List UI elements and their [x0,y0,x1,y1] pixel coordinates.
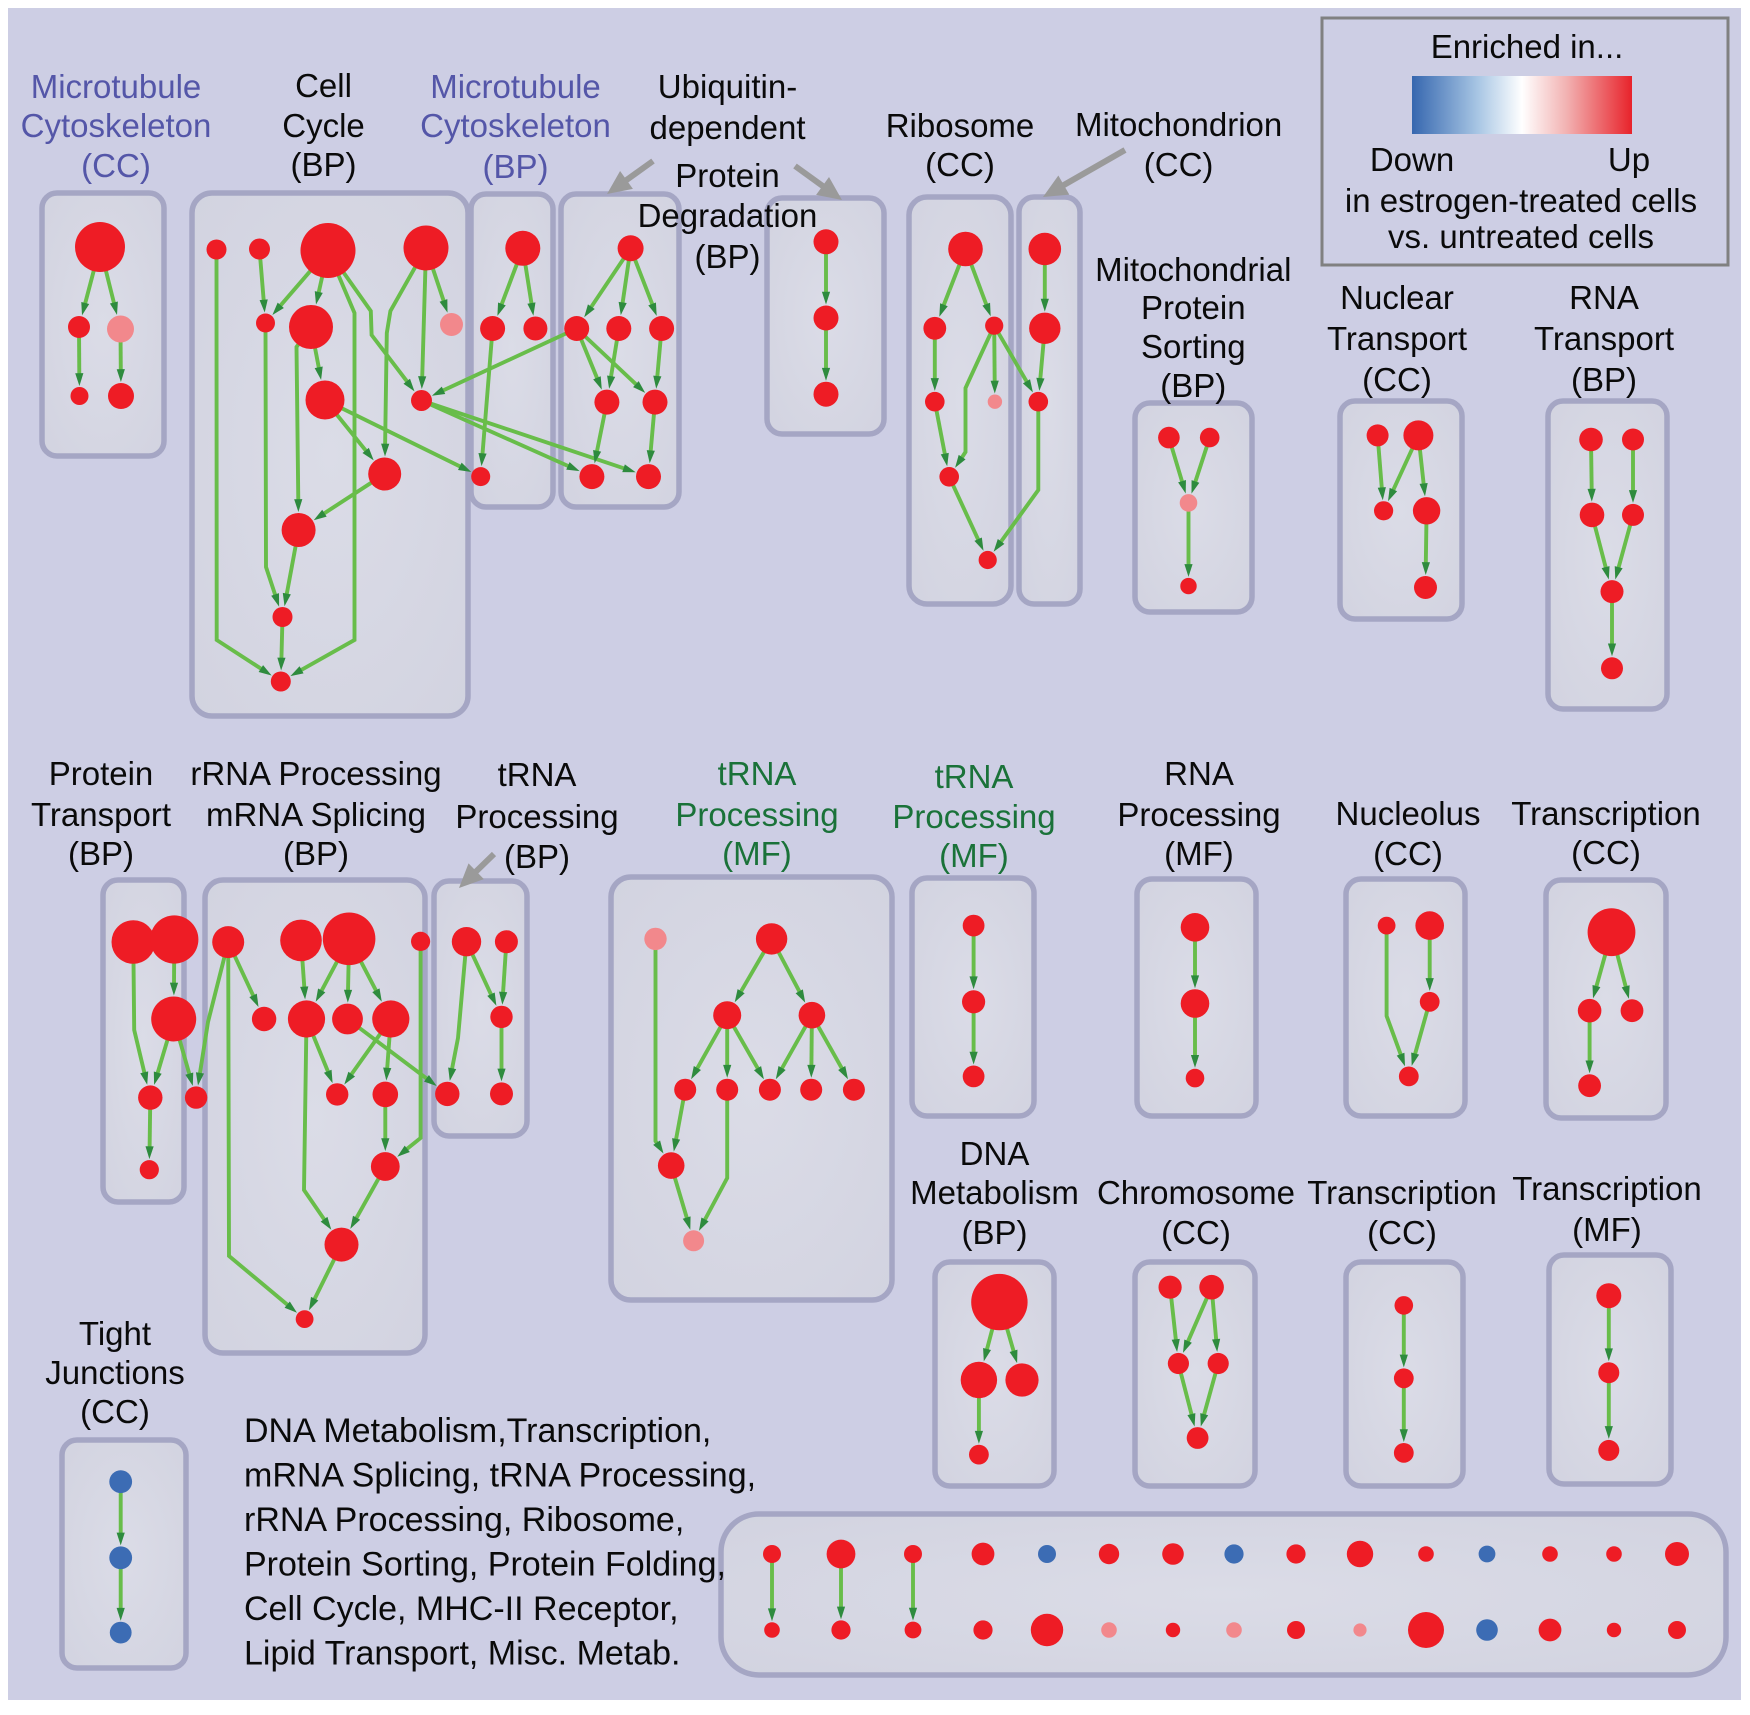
svg-text:(CC): (CC) [1144,146,1214,183]
svg-text:Transport: Transport [1534,320,1674,357]
svg-text:Sorting: Sorting [1141,328,1246,365]
svg-text:tRNA: tRNA [718,755,797,792]
svg-text:Transcription: Transcription [1307,1174,1497,1211]
svg-text:(CC): (CC) [1161,1214,1231,1251]
svg-text:Junctions: Junctions [45,1354,184,1391]
svg-text:Cell: Cell [295,67,352,104]
svg-text:Processing: Processing [1117,796,1280,833]
svg-text:(BP): (BP) [1160,367,1226,404]
svg-text:(CC): (CC) [1373,835,1443,872]
svg-text:in estrogen-treated cells: in estrogen-treated cells [1345,182,1697,219]
svg-text:Metabolism: Metabolism [910,1174,1079,1211]
svg-text:(BP): (BP) [283,835,349,872]
svg-text:Tight: Tight [79,1315,151,1352]
svg-text:(MF): (MF) [939,837,1009,874]
svg-text:(CC): (CC) [1362,361,1432,398]
svg-text:RNA: RNA [1164,755,1234,792]
svg-text:(BP): (BP) [962,1214,1028,1251]
svg-text:Microtubule: Microtubule [430,68,601,105]
svg-text:Mitochondrion: Mitochondrion [1075,106,1282,143]
svg-text:Cytoskeleton: Cytoskeleton [21,107,212,144]
svg-text:(CC): (CC) [925,146,995,183]
svg-text:Mitochondrial: Mitochondrial [1095,251,1291,288]
svg-text:Transcription: Transcription [1511,795,1701,832]
svg-text:Up: Up [1608,141,1650,178]
svg-text:RNA: RNA [1569,279,1639,316]
svg-text:Processing: Processing [675,796,838,833]
svg-text:Enriched in...: Enriched in... [1431,28,1624,65]
svg-text:rRNA Processing: rRNA Processing [190,755,441,792]
svg-text:Ubiquitin-: Ubiquitin- [658,68,797,105]
svg-text:Lipid Transport, Misc. Metab.: Lipid Transport, Misc. Metab. [244,1635,681,1673]
svg-text:(BP): (BP) [291,146,357,183]
svg-text:(MF): (MF) [1164,835,1234,872]
svg-text:(BP): (BP) [1571,361,1637,398]
svg-text:(MF): (MF) [1572,1211,1642,1248]
svg-text:Degradation: Degradation [638,197,818,234]
svg-text:Down: Down [1370,141,1454,178]
svg-text:vs. untreated cells: vs. untreated cells [1388,218,1654,255]
svg-text:Ribosome: Ribosome [886,107,1035,144]
svg-text:tRNA: tRNA [935,758,1014,795]
svg-text:Nucleolus: Nucleolus [1336,795,1481,832]
svg-text:DNA Metabolism,Transcription,: DNA Metabolism,Transcription, [244,1412,711,1450]
svg-text:mRNA Splicing: mRNA Splicing [206,796,426,833]
svg-text:(BP): (BP) [695,238,761,275]
svg-text:Transport: Transport [31,796,171,833]
svg-text:Cycle: Cycle [282,107,365,144]
svg-text:Protein: Protein [49,755,154,792]
svg-text:Processing: Processing [455,798,618,835]
svg-text:mRNA Splicing, tRNA Processing: mRNA Splicing, tRNA Processing, [244,1457,756,1495]
svg-text:rRNA Processing, Ribosome,: rRNA Processing, Ribosome, [244,1501,684,1539]
svg-text:Microtubule: Microtubule [31,68,202,105]
svg-text:Chromosome: Chromosome [1097,1174,1295,1211]
svg-text:(CC): (CC) [1367,1214,1437,1251]
svg-text:Transport: Transport [1327,320,1467,357]
svg-text:Cytoskeleton: Cytoskeleton [420,107,611,144]
svg-text:Protein: Protein [1141,289,1246,326]
svg-text:Cell Cycle, MHC-II Receptor,: Cell Cycle, MHC-II Receptor, [244,1590,679,1628]
svg-text:(CC): (CC) [1571,834,1641,871]
svg-text:Transcription: Transcription [1512,1170,1702,1207]
svg-text:dependent: dependent [650,109,806,146]
svg-text:Protein Sorting, Protein Foldi: Protein Sorting, Protein Folding, [244,1546,726,1584]
svg-text:Processing: Processing [892,798,1055,835]
svg-text:(MF): (MF) [722,835,792,872]
svg-text:(BP): (BP) [483,148,549,185]
svg-text:Protein: Protein [675,157,780,194]
svg-text:(BP): (BP) [68,835,134,872]
svg-text:Nuclear: Nuclear [1340,279,1454,316]
svg-text:tRNA: tRNA [498,756,577,793]
svg-text:(CC): (CC) [81,147,151,184]
svg-text:(BP): (BP) [504,838,570,875]
svg-text:(CC): (CC) [80,1393,150,1430]
svg-text:DNA: DNA [960,1135,1030,1172]
